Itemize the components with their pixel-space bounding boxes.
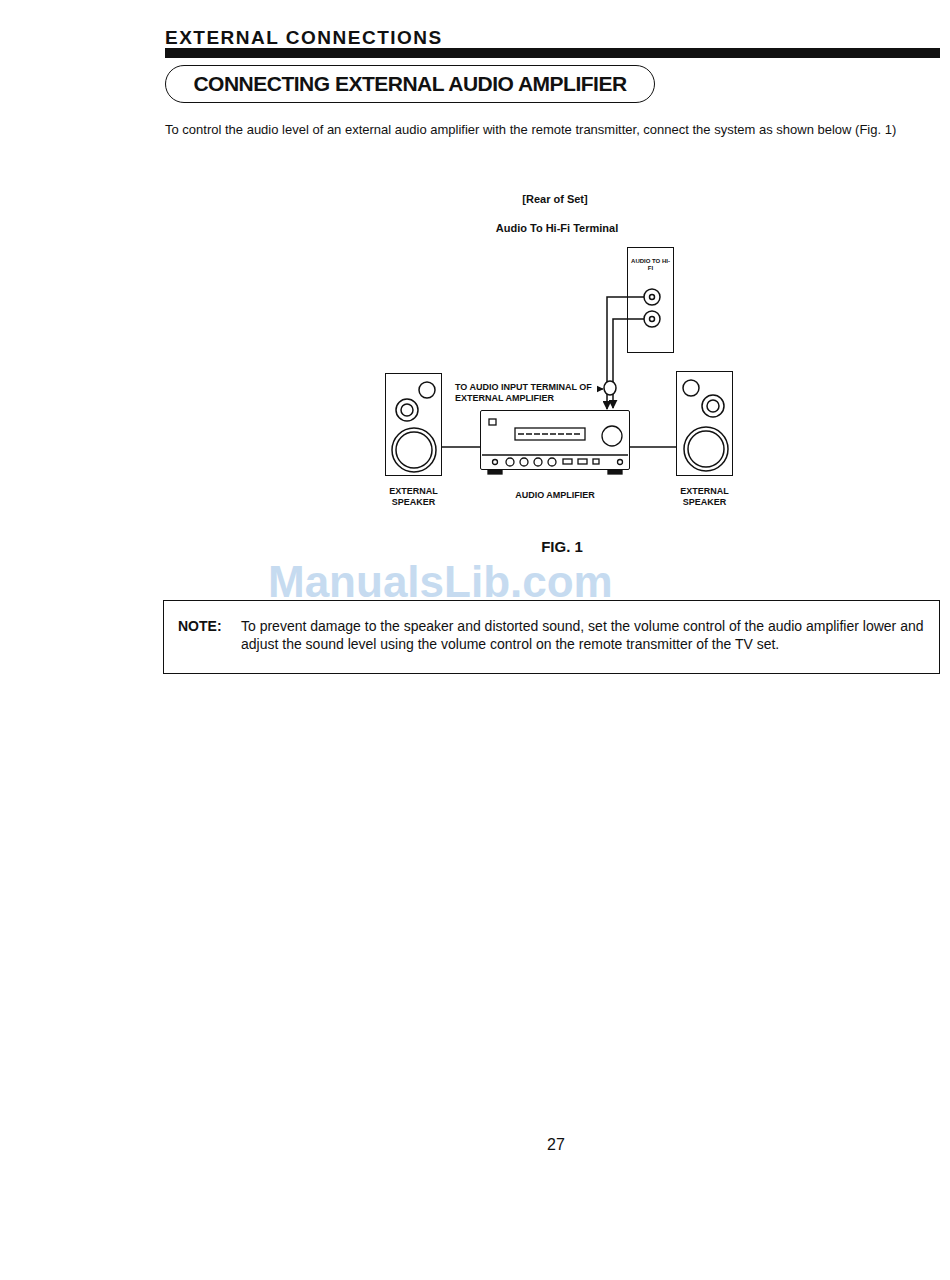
title-text: CONNECTING EXTERNAL AUDIO AMPLIFIER	[193, 72, 626, 96]
figure-number: FIG. 1	[362, 538, 762, 555]
note-box: NOTE:To prevent damage to the speaker an…	[163, 600, 940, 674]
leader-line	[597, 388, 603, 389]
part-caption: AUDIO AMPLIFIER	[480, 490, 630, 501]
outline	[676, 371, 733, 476]
callout-text: TO AUDIO INPUT TERMINAL OF EXTERNAL AMPL…	[455, 382, 595, 404]
cable-plug	[604, 381, 616, 395]
speaker-drivers	[392, 380, 728, 472]
view-label: [Rear of Set]	[355, 193, 755, 205]
amplifier-body: AUDIO AMPLIFIER	[480, 410, 630, 470]
page-number: 27	[456, 1136, 656, 1154]
cable-line	[630, 446, 676, 448]
terminal-panel: AUDIO TO HI-FI	[627, 247, 674, 353]
title-pill: CONNECTING EXTERNAL AUDIO AMPLIFIER	[165, 65, 655, 103]
speaker-box: EXTERNAL SPEAKER	[676, 371, 733, 476]
terminal-label: Audio To Hi-Fi Terminal	[357, 222, 757, 234]
part-caption: EXTERNAL SPEAKER	[673, 486, 736, 508]
note-label: NOTE:	[178, 617, 241, 663]
outline	[385, 373, 442, 476]
intro-paragraph: To control the audio level of an externa…	[165, 121, 935, 138]
cable-line	[442, 446, 480, 448]
speaker-box: EXTERNAL SPEAKER	[385, 373, 442, 476]
note-text: To prevent damage to the speaker and dis…	[241, 617, 931, 663]
terminal-text: AUDIO TO HI-FI	[630, 258, 671, 272]
header-bar	[165, 48, 940, 58]
section-header: EXTERNAL CONNECTIONS	[165, 27, 443, 49]
amplifier-details	[482, 419, 628, 474]
part-caption: EXTERNAL SPEAKER	[382, 486, 445, 508]
outline	[480, 410, 630, 470]
terminal-jacks	[613, 289, 660, 408]
